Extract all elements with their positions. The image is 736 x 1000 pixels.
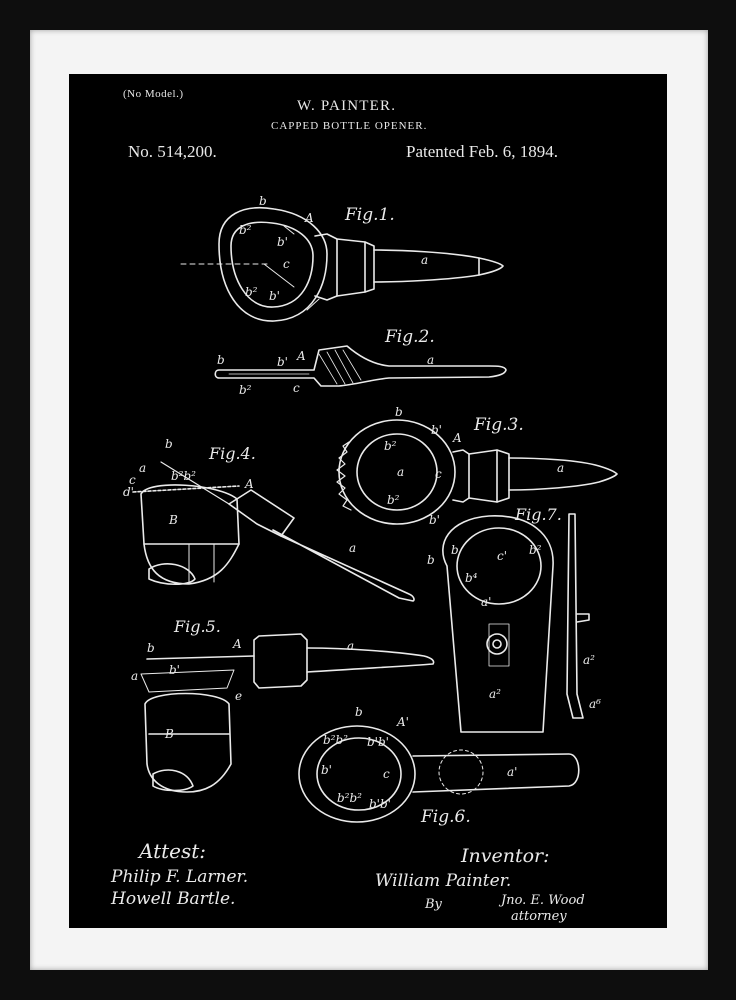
svg-text:d': d': [123, 485, 134, 499]
attorney-label: attorney: [511, 909, 567, 924]
fig6-drawing: Fig.6. b A' b²b² b'b' b' c b²b² b'b' a': [298, 705, 580, 827]
by-label: By: [424, 897, 443, 912]
svg-text:a: a: [131, 669, 138, 683]
patent-print: (No Model.) W. PAINTER. CAPPED BOTTLE OP…: [69, 74, 667, 928]
svg-text:A: A: [452, 431, 462, 445]
svg-text:b²b²: b²b²: [323, 733, 348, 747]
inventor-heading: W. PAINTER.: [297, 98, 397, 114]
svg-text:b: b: [147, 641, 155, 655]
fig4-drawing: Fig.4. b a c d' b²b² B A a: [123, 437, 415, 602]
patent-number: No. 514,200.: [128, 142, 217, 161]
inventor-label: Inventor:: [460, 845, 550, 867]
svg-text:a²: a²: [583, 653, 595, 667]
svg-text:b²: b²: [387, 493, 400, 507]
fig3-drawing: Fig.3. b b' A b² a c b² b' a: [336, 405, 618, 527]
fig3-label: Fig.3.: [473, 415, 524, 435]
svg-text:c: c: [383, 767, 390, 781]
svg-text:A: A: [244, 477, 254, 491]
svg-text:e: e: [235, 689, 242, 703]
svg-text:b'b': b'b': [369, 797, 391, 811]
svg-text:a: a: [347, 639, 354, 653]
fig4-label: Fig.4.: [208, 444, 256, 463]
svg-text:b': b': [321, 763, 332, 777]
svg-text:b²: b²: [245, 285, 258, 299]
svg-text:b': b': [431, 423, 442, 437]
svg-text:b²b²: b²b²: [171, 469, 196, 483]
fig2-drawing: Fig.2. b b' A b² c a: [214, 327, 507, 397]
signature-block: Attest: Philip F. Larner. Howell Bartle.…: [110, 839, 585, 924]
svg-text:a: a: [427, 353, 434, 367]
svg-text:B: B: [168, 513, 178, 527]
svg-text:b: b: [259, 194, 267, 208]
svg-text:b': b': [277, 235, 288, 249]
svg-text:b': b': [429, 513, 440, 527]
svg-text:b: b: [395, 405, 403, 419]
svg-text:A: A: [304, 211, 314, 225]
attest-label: Attest:: [137, 839, 206, 863]
svg-text:a: a: [139, 461, 146, 475]
svg-text:a⁶: a⁶: [589, 697, 601, 711]
svg-text:b²: b²: [239, 223, 252, 237]
witness-signature-2: Howell Bartle.: [110, 889, 235, 909]
svg-text:b: b: [451, 543, 459, 557]
fig2-label: Fig.2.: [384, 327, 435, 347]
svg-text:a': a': [507, 765, 517, 779]
svg-text:A: A: [296, 349, 306, 363]
svg-text:b': b': [169, 663, 180, 677]
fig5-drawing: Fig.5. b A b' a e B a: [131, 617, 435, 793]
svg-text:a': a': [481, 595, 491, 609]
fig5-label: Fig.5.: [173, 617, 221, 636]
witness-signature-1: Philip F. Larner.: [110, 867, 248, 887]
attorney-name: Jno. E. Wood: [498, 893, 585, 908]
no-model-label: (No Model.): [123, 88, 184, 100]
svg-text:b': b': [269, 289, 280, 303]
svg-text:b': b': [277, 355, 288, 369]
fig1-drawing: Fig.1. b A b² b' c b² b' a: [180, 194, 504, 322]
patent-drawing: Fig.1. b A b² b' c b² b' a Fig.2. b b' A…: [110, 194, 618, 924]
svg-text:b²: b²: [384, 439, 397, 453]
patent-date: Patented Feb. 6, 1894.: [406, 142, 559, 161]
svg-text:c: c: [293, 381, 300, 395]
svg-text:b²b²: b²b²: [337, 791, 362, 805]
svg-text:a: a: [557, 461, 564, 475]
svg-text:b'b': b'b': [367, 735, 389, 749]
svg-text:A': A': [396, 715, 409, 729]
svg-text:a: a: [397, 465, 404, 479]
fig6-label: Fig.6.: [420, 807, 471, 827]
svg-text:c': c': [497, 549, 507, 563]
svg-text:b: b: [355, 705, 363, 719]
fig1-label: Fig.1.: [344, 205, 395, 225]
inventor-signature: William Painter.: [375, 871, 511, 891]
svg-text:c: c: [283, 257, 290, 271]
svg-text:b: b: [427, 553, 435, 567]
svg-text:c: c: [129, 473, 136, 487]
svg-text:A: A: [232, 637, 242, 651]
invention-title: CAPPED BOTTLE OPENER.: [271, 120, 428, 132]
svg-text:a: a: [349, 541, 356, 555]
svg-text:c: c: [435, 467, 442, 481]
svg-text:b: b: [165, 437, 173, 451]
fig7-label: Fig.7.: [514, 505, 562, 524]
svg-text:a: a: [421, 253, 428, 267]
svg-text:b²: b²: [529, 543, 542, 557]
fig7-drawing: Fig.7. b b c' b² b⁴ a' a² a² a⁶: [427, 505, 601, 733]
svg-text:b⁴: b⁴: [465, 571, 478, 585]
svg-text:b²: b²: [239, 383, 252, 397]
svg-text:a²: a²: [489, 687, 501, 701]
svg-text:b: b: [217, 353, 225, 367]
svg-text:B: B: [164, 727, 174, 741]
